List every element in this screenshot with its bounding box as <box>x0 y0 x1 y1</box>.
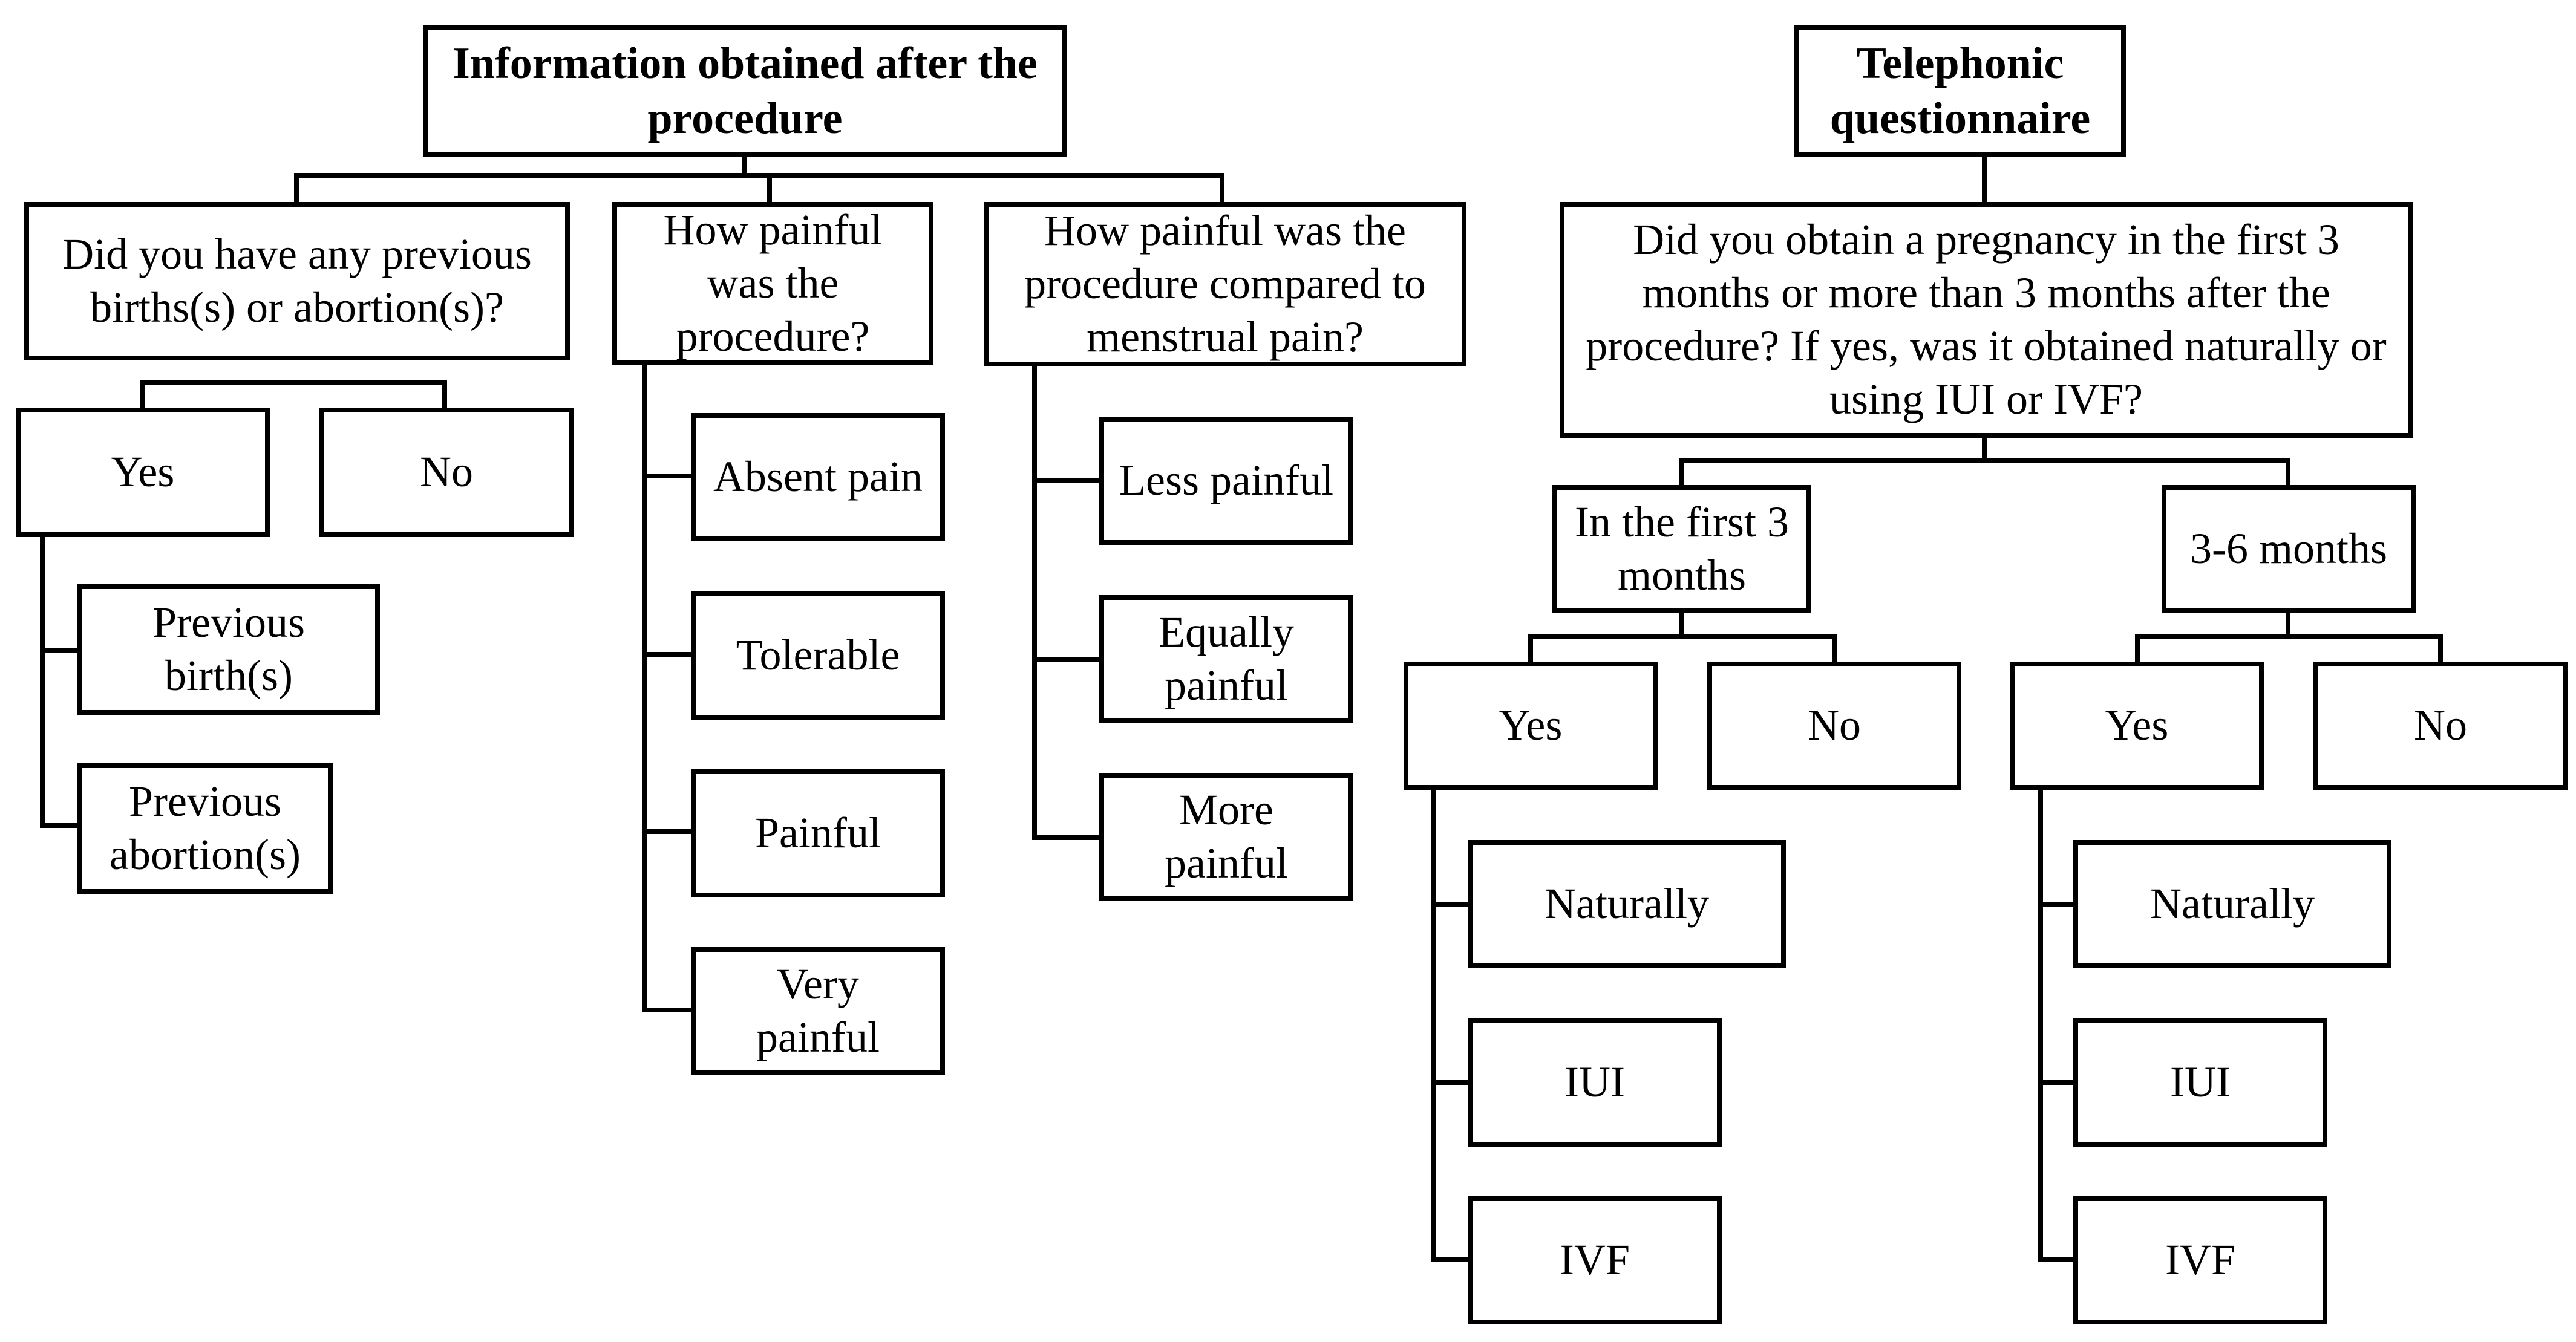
previous-abortions-box: Previous abortion(s) <box>77 763 333 894</box>
previous-births-box: Previous birth(s) <box>77 584 380 715</box>
menstrual-more-box: More painful <box>1099 773 1353 901</box>
menstrual-question-box: How painful was the procedure compared t… <box>984 202 1466 366</box>
menstrual-less-label: Less painful <box>1119 456 1333 505</box>
first3-iui-box: IUI <box>1468 1018 1722 1147</box>
births-question-label: Did you have any previous births(s) or a… <box>62 230 532 331</box>
right-root-box: Telephonic questionnaire <box>1794 25 2126 157</box>
pain-very-box: Very painful <box>691 947 945 1075</box>
three-six-yes-box: Yes <box>2010 662 2264 790</box>
first3-months-label: In the first 3 months <box>1575 498 1789 599</box>
pain-absent-label: Absent pain <box>713 452 923 501</box>
left-root-label: Information obtained after the procedure <box>453 39 1038 143</box>
pain-tolerable-label: Tolerable <box>736 631 900 680</box>
three-six-yes-label: Yes <box>2105 701 2169 750</box>
births-no-box: No <box>319 408 574 537</box>
previous-abortions-label: Previous abortion(s) <box>110 777 301 879</box>
first3-ivf-box: IVF <box>1468 1196 1722 1324</box>
three-six-months-label: 3-6 months <box>2189 524 2387 573</box>
menstrual-equal-label: Equally painful <box>1159 608 1294 709</box>
first3-naturally-label: Naturally <box>1545 879 1709 928</box>
first3-naturally-box: Naturally <box>1468 840 1786 968</box>
births-yes-box: Yes <box>16 408 270 537</box>
three-six-iui-box: IUI <box>2073 1018 2327 1147</box>
first3-ivf-label: IVF <box>1559 1236 1630 1285</box>
first3-months-box: In the first 3 months <box>1552 485 1811 613</box>
three-six-naturally-label: Naturally <box>2150 879 2315 928</box>
right-root-label: Telephonic questionnaire <box>1829 39 2091 143</box>
first3-yes-box: Yes <box>1404 662 1658 790</box>
menstrual-less-box: Less painful <box>1099 417 1353 545</box>
previous-births-label: Previous birth(s) <box>152 598 305 700</box>
pain-question-label: How painful was the procedure? <box>663 206 883 360</box>
three-six-no-label: No <box>2414 701 2467 750</box>
pain-painful-box: Painful <box>691 769 945 897</box>
pain-tolerable-box: Tolerable <box>691 591 945 720</box>
three-six-naturally-box: Naturally <box>2073 840 2391 968</box>
first3-iui-label: IUI <box>1564 1058 1625 1107</box>
first3-no-label: No <box>1808 701 1861 750</box>
pain-very-label: Very painful <box>756 960 880 1061</box>
three-six-no-box: No <box>2313 662 2568 790</box>
left-root-box: Information obtained after the procedure <box>423 25 1067 157</box>
births-no-label: No <box>420 448 473 497</box>
three-six-ivf-box: IVF <box>2073 1196 2327 1324</box>
three-six-months-box: 3-6 months <box>2162 485 2416 613</box>
pain-question-box: How painful was the procedure? <box>612 202 933 365</box>
pain-absent-box: Absent pain <box>691 413 945 541</box>
births-yes-label: Yes <box>111 448 175 497</box>
pregnancy-question-box: Did you obtain a pregnancy in the first … <box>1560 202 2413 438</box>
three-six-iui-label: IUI <box>2170 1058 2231 1107</box>
menstrual-more-label: More painful <box>1165 786 1288 887</box>
first3-yes-label: Yes <box>1499 701 1563 750</box>
pregnancy-question-label: Did you obtain a pregnancy in the first … <box>1586 215 2387 423</box>
first3-no-box: No <box>1707 662 1961 790</box>
births-question-box: Did you have any previous births(s) or a… <box>24 202 570 360</box>
menstrual-question-label: How painful was the procedure compared t… <box>1024 206 1426 361</box>
menstrual-equal-box: Equally painful <box>1099 595 1353 723</box>
three-six-ivf-label: IVF <box>2165 1236 2235 1285</box>
pain-painful-label: Painful <box>755 809 881 858</box>
